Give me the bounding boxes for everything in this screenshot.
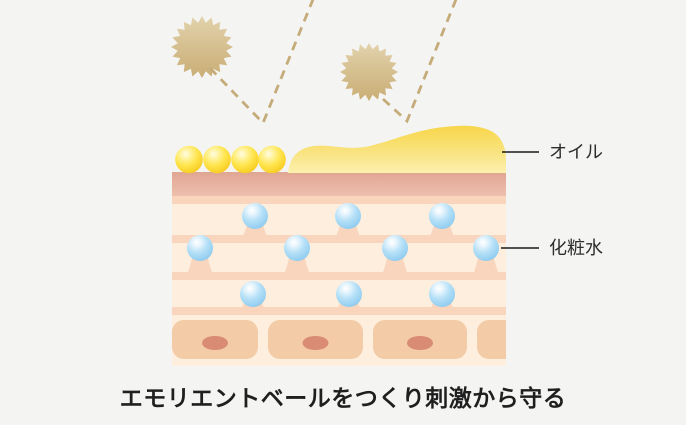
irritant-burst-icon (171, 16, 233, 78)
moisture-droplet (429, 203, 455, 229)
label-oil: オイル (549, 142, 603, 162)
oil-layer (288, 125, 506, 173)
cell-nucleus (407, 336, 433, 350)
oil-bead (231, 145, 259, 174)
oil-bead (258, 145, 286, 174)
moisture-droplet (336, 281, 362, 307)
moisture-droplet (242, 203, 268, 229)
moisture-droplet (382, 235, 408, 261)
moisture-droplet (187, 235, 213, 261)
moisture-droplet (429, 281, 455, 307)
bounce-ray-dashed-line (382, 0, 458, 124)
irritant-burst-icon (340, 43, 398, 101)
oil-bead (175, 145, 203, 174)
moisture-droplet (284, 235, 310, 261)
cell-nucleus (202, 336, 228, 350)
caption: エモリエントベールをつくり刺激から守る (119, 385, 567, 411)
cell-row (172, 243, 506, 272)
label-lotion: 化粧水 (549, 238, 603, 258)
moisture-droplet (335, 203, 361, 229)
moisture-droplet (240, 281, 266, 307)
oil-bead (203, 145, 231, 174)
bounce-ray-dashed-line (208, 0, 315, 126)
skin-cell (477, 320, 506, 359)
skin-cross-section (172, 172, 506, 366)
moisture-droplet (473, 235, 499, 261)
cell-nucleus (302, 336, 329, 350)
stratum-corneum-band (172, 172, 506, 196)
